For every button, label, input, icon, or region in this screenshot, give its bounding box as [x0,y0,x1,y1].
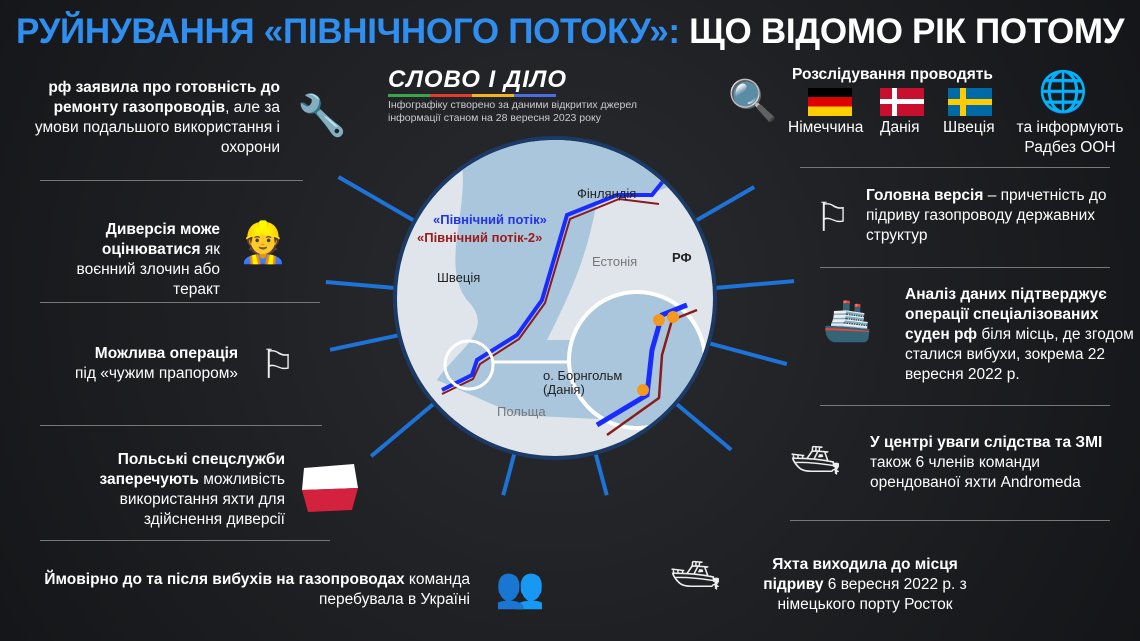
sweden-flag-icon [948,88,992,116]
soldier-gavel-icon: 👷 [238,221,288,265]
yacht-crew-icon: 🛥 [789,438,841,483]
ukraine-people-icon: 👥 [495,566,545,610]
country-sweden: Швеція [943,119,995,136]
label-nord-stream-1: «Північний потік» [433,212,547,227]
logo: СЛОВО І ДІЛО Інфографіку створено за дан… [388,66,637,124]
nord-stream-1-line [441,168,674,392]
un-emblem-icon: 🌐 [1038,69,1088,114]
zoom-ns2 [606,308,698,437]
explosion-icon [667,311,679,323]
divider [40,425,322,426]
divider [790,520,1110,521]
question-flag-icon: ⚐ [259,343,296,387]
un-text: та інформують Радбез ООН [1016,119,1124,156]
label-bornholm: о. Борнгольм [543,368,623,383]
investigation-heading: Розслідування проводять [792,66,993,83]
yacht-explosion-icon: 🛥 [669,553,721,598]
left-item-sabotage: Диверсія може оцінюватися як воєнний зло… [76,221,220,298]
divider [800,167,1110,168]
right-item-ships: Аналіз даних підтверджує операції спеціа… [905,286,1134,383]
explosion-icon [653,314,665,326]
label-sweden: Швеція [437,270,481,285]
divider [40,540,330,541]
magnifier-hand-icon: 🔍 [727,78,778,123]
nord-stream-2-line [441,197,660,395]
country-denmark: Данія [880,119,920,136]
logo-bar [388,94,556,97]
warship-icon: 🚢 [822,298,873,343]
divider [40,302,320,303]
left-item-poland: Польські спецслужби заперечують можливіс… [99,451,286,528]
germany-flag-icon [808,88,852,116]
zoom-circle-small [443,339,495,391]
question-flag-icon: ⚐ [814,195,851,240]
baltic-map: Фінляндія «Північний потік» «Північний п… [393,136,717,460]
label-nord-stream-2: «Північний потік-2» [417,230,543,245]
left-item-repair: рф заявила про готовність до ремонту газ… [34,79,280,156]
divider [40,180,303,181]
right-item-main-version: Головна версія – причетність до підриву … [866,187,1107,244]
left-item-ukraine: Ймовірно до та після вибухів на газопров… [44,571,470,608]
label-finland: Фінляндія [577,186,637,201]
label-rf: РФ [672,250,692,265]
right-item-yacht-crew: У центрі уваги слідства та ЗМІ також 6 ч… [870,434,1103,491]
denmark-flag-icon [880,88,924,116]
label-denmark: (Данія) [543,382,585,397]
divider [820,405,1110,406]
explosion-icon [637,384,649,396]
zoom-circle-large [567,290,707,430]
wrench-pipe-icon: 🔧 [297,93,347,138]
label-estonia: Естонія [592,254,638,269]
right-item-yacht-departure: Яхта виходила до місця підриву 6 вересня… [763,556,967,613]
label-poland: Польща [497,404,546,419]
poland-officer-icon [290,450,370,525]
country-germany: Німеччина [788,119,864,136]
page-title: РУЙНУВАННЯ «ПІВНІЧНОГО ПОТОКУ»: ЩО ВІДОМ… [16,12,1125,51]
divider [820,267,1110,268]
